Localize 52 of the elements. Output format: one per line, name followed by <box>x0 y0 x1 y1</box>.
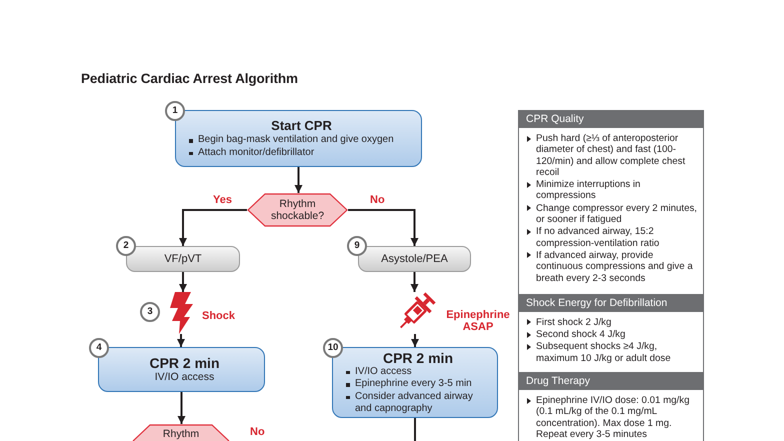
box-text: Asystole/PEA <box>381 253 448 265</box>
decision-text: Rhythm shockable? <box>270 198 326 222</box>
branch-label: No <box>250 426 265 438</box>
bullet-text: First shock 2 J/kg <box>519 316 703 328</box>
panel-header: Shock Energy for Defibrillation <box>519 294 703 312</box>
box-heading: CPR 2 min <box>149 355 220 371</box>
bullet-text: If no advanced airway, 15:2 compression-ventilation ratio <box>519 226 703 249</box>
callout-number: 1 <box>165 101 185 121</box>
callout-number: 3 <box>140 302 160 322</box>
arrow <box>179 209 247 246</box>
arrow <box>348 209 418 246</box>
callout-number: 4 <box>89 338 109 358</box>
bullet-text: Minimize interruptions in compressions <box>519 179 703 202</box>
bullet-text: Subsequent shocks ≥4 J/kg, maximum 10 J/kg or adult dose <box>519 341 703 364</box>
panel-header: Drug Therapy <box>519 372 703 390</box>
callout-number: 10 <box>323 338 343 358</box>
arrow <box>179 272 187 292</box>
bullet-text: Attach monitor/defibrillator <box>188 146 314 159</box>
title: Pediatric Cardiac Arrest Algorithm <box>81 71 298 86</box>
arrow <box>178 392 186 424</box>
info-panel <box>518 294 704 372</box>
box-heading: CPR 2 min <box>382 350 453 366</box>
bullet-text: IV/IO access <box>345 366 412 378</box>
bullet-text: If advanced airway, provide continuous compressions and give a breath every 2-3 seconds <box>519 250 703 284</box>
decision-hexagon <box>133 424 229 441</box>
panel-header: CPR Quality <box>519 110 703 128</box>
edge-label: No <box>369 194 386 206</box>
bullet-text: Epinephrine IV/IO dose: 0.01 mg/kg (0.1 mL/kg of the 0.1 mg/mL concentration). Max dose 1 mg. Repeat every 3-5 minutes <box>519 395 703 440</box>
callout-number: 2 <box>116 236 136 256</box>
bullet-text: Epinephrine every 3-5 min <box>345 378 472 390</box>
arrow <box>411 334 419 347</box>
info-panel <box>518 372 704 441</box>
box-text: IV/IO access <box>154 371 214 384</box>
lightning-icon <box>167 292 195 334</box>
step-label: Epinephrine ASAP <box>445 309 511 333</box>
box-heading: Start CPR <box>271 118 332 134</box>
bullet-text: Second shock 4 J/kg <box>519 329 703 340</box>
decision-text: Rhythm <box>162 428 200 440</box>
edge-label: Yes <box>212 194 233 206</box>
callout-number: 9 <box>347 236 367 256</box>
bullet-text: Push hard (≥⅓ of anteroposterior diameter of chest) and fast (100-120/min) and allow complete chest recoil <box>519 133 703 178</box>
box-text: VF/pVT <box>164 253 202 265</box>
arrow <box>177 334 185 347</box>
bullet-text: Change compressor every 2 minutes, or sooner if fatigued <box>519 202 703 226</box>
bullet-text: Begin bag-mask ventilation and give oxygen <box>188 134 394 146</box>
decision-hexagon <box>247 193 348 227</box>
bullet-text: Consider advanced airway and capnography <box>345 390 491 416</box>
info-panel <box>518 110 704 294</box>
arrow <box>410 272 418 292</box>
connector-line <box>414 418 416 441</box>
arrow <box>294 167 302 193</box>
step-label: Shock <box>202 310 236 322</box>
